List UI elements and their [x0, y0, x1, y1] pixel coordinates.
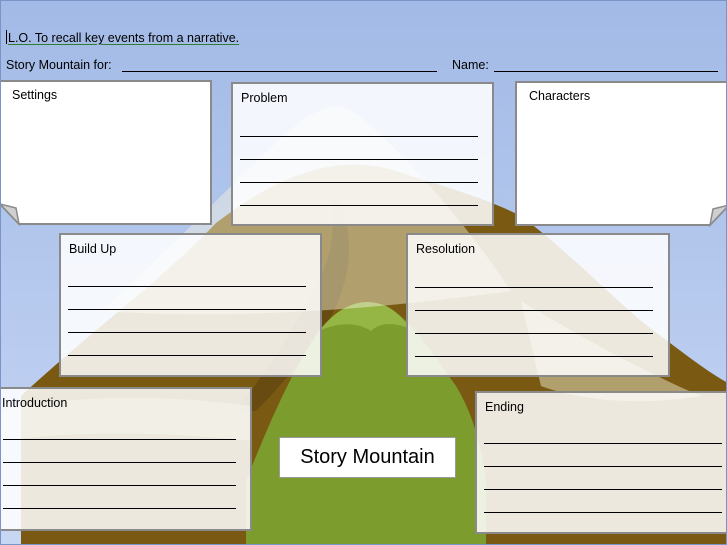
introduction-box[interactable]: Introduction — [1, 387, 252, 531]
resolution-title: Resolution — [416, 242, 476, 256]
writing-line — [68, 355, 306, 356]
writing-line — [240, 136, 478, 137]
writing-line — [484, 466, 722, 467]
build-up-box[interactable]: Build Up — [59, 233, 322, 377]
build-up-title: Build Up — [69, 242, 117, 256]
introduction-title: Introduction — [2, 396, 68, 410]
story-mountain-label: Story Mountain — [279, 437, 456, 478]
writing-line — [240, 205, 478, 206]
writing-line — [415, 287, 653, 288]
ending-title: Ending — [485, 400, 524, 414]
writing-line — [415, 356, 653, 357]
writing-line — [240, 182, 478, 183]
settings-box[interactable]: Settings — [1, 80, 213, 226]
resolution-box[interactable]: Resolution — [406, 233, 670, 377]
problem-title: Problem — [241, 91, 288, 105]
writing-line — [3, 485, 236, 486]
characters-box[interactable]: Characters — [515, 81, 726, 227]
learning-objective-text: L.O. To recall key events from a narrati… — [8, 31, 240, 45]
characters-note-shape — [515, 81, 726, 227]
characters-title: Characters — [529, 89, 591, 103]
writing-line — [3, 508, 236, 509]
learning-objective: L.O. To recall key events from a narrati… — [6, 30, 239, 45]
writing-line — [415, 333, 653, 334]
ending-box[interactable]: Ending — [475, 391, 726, 534]
writing-line — [3, 462, 236, 463]
green-highlight — [319, 302, 411, 331]
writing-line — [484, 512, 722, 513]
name-label: Name: — [452, 58, 489, 72]
story-title-line[interactable] — [122, 71, 437, 72]
problem-box[interactable]: Problem — [231, 82, 494, 226]
writing-line — [3, 439, 236, 440]
story-mountain-for-label: Story Mountain for: — [6, 58, 112, 72]
writing-line — [240, 159, 478, 160]
writing-line — [484, 489, 722, 490]
settings-title: Settings — [12, 88, 58, 102]
writing-line — [68, 286, 306, 287]
settings-note-shape — [1, 80, 212, 226]
writing-line — [68, 332, 306, 333]
writing-line — [68, 309, 306, 310]
writing-line — [484, 443, 722, 444]
writing-line — [415, 310, 653, 311]
text-cursor — [6, 30, 7, 44]
name-line[interactable] — [494, 71, 718, 72]
